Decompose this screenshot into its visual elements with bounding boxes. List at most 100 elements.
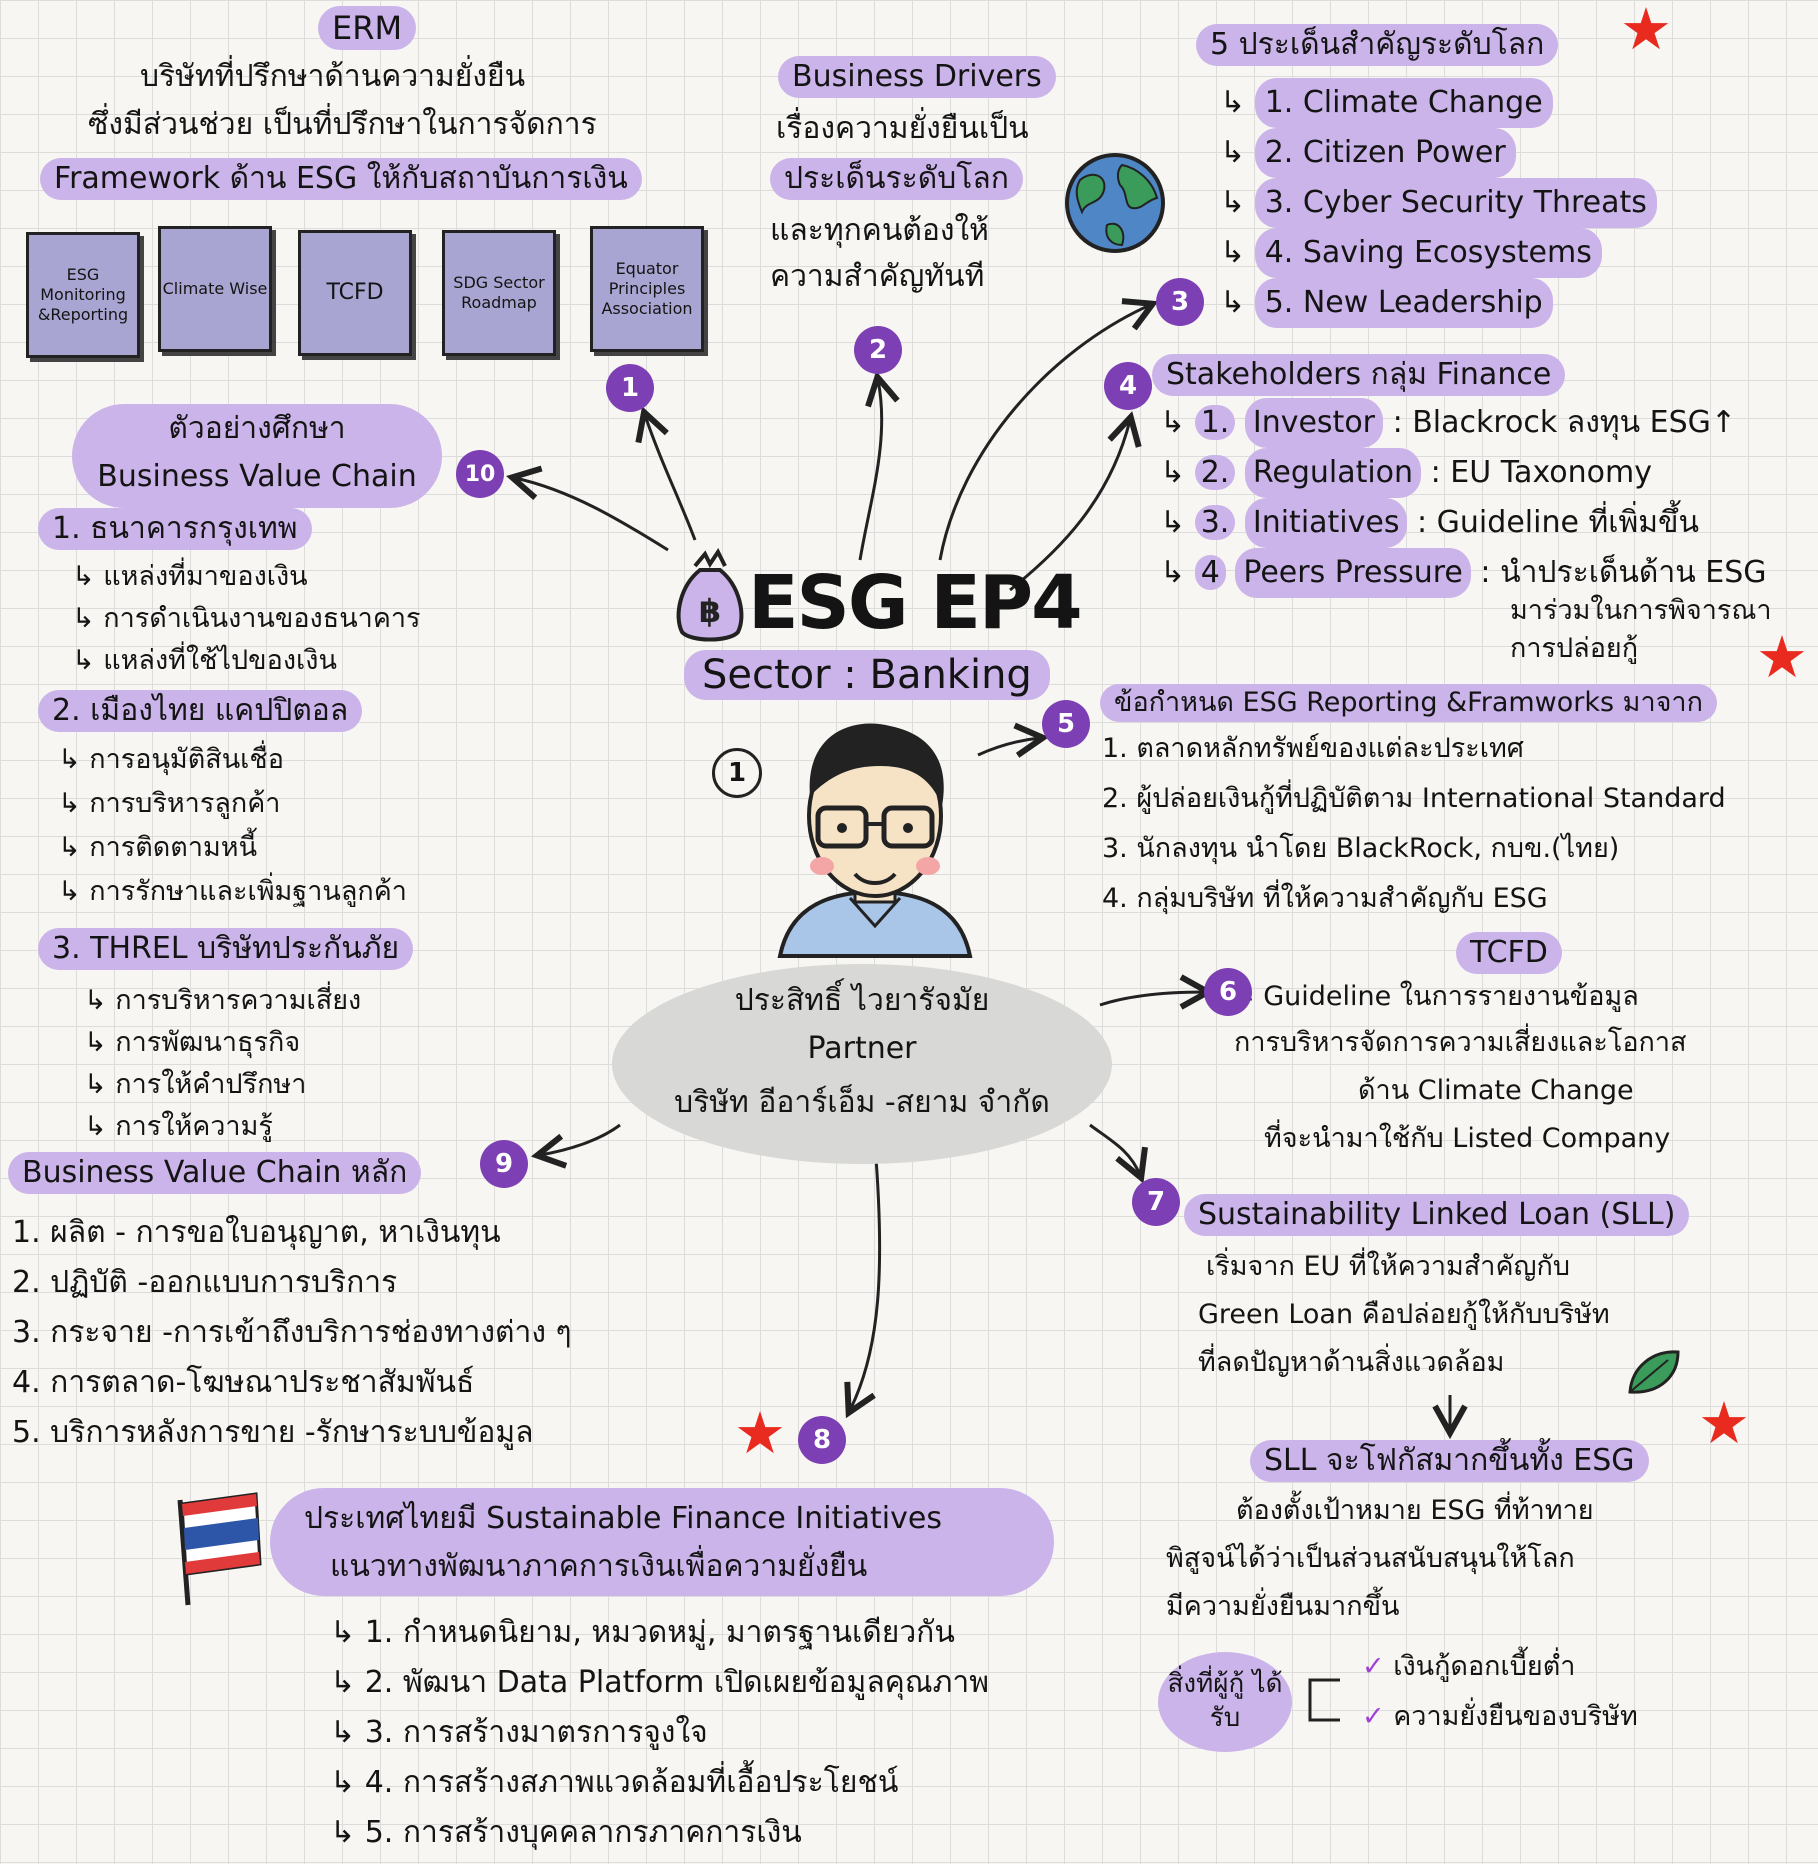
sll-focus-3: มีความยั่งยืนมากขึ้น — [1166, 1591, 1400, 1622]
number-badge-4: 4 — [1104, 362, 1152, 410]
money-bag-icon: ฿ — [676, 548, 744, 642]
list-item: ↳ 1. Investor : Blackrock ลงทุน ESG↑ — [1160, 398, 1767, 448]
list-item: ↳ 2. Citizen Power — [1220, 128, 1657, 178]
star-icon: ★ — [1620, 0, 1672, 63]
list-item: 4. กลุ่มบริษัท ที่ให้ความสำคัญกับ ESG — [1102, 883, 1548, 914]
number-badge-10: 10 — [456, 450, 504, 498]
list-item: 1. ตลาดหลักทรัพย์ของแต่ละประเทศ — [1102, 733, 1524, 764]
number-badge-6: 6 — [1204, 968, 1252, 1016]
list-item: ↳ การให้คำปรึกษา — [84, 1069, 307, 1100]
avatar — [777, 723, 973, 958]
check-icon: ✓ — [1362, 1651, 1385, 1682]
list-item: 2. ปฏิบัติ -ออกแบบการบริการ — [12, 1265, 398, 1300]
thailand-flag-icon — [177, 1492, 262, 1606]
case-1-title: 1. ธนาคารกรุงเทพ — [38, 508, 312, 550]
card-equator-principles: Equator Principles Association — [590, 226, 704, 352]
star-icon: ★ — [1698, 1389, 1750, 1457]
sll-line-1: เริ่มจาก EU ที่ให้ความสำคัญกับ — [1206, 1251, 1570, 1282]
sector-label: Sector : Banking — [684, 650, 1050, 700]
thai-title-bubble — [270, 1488, 1054, 1596]
stake-cont-2: การปล่อยกู้ — [1510, 633, 1639, 664]
thai-list: ↳ 1. กำหนดนิยาม, หมวดหมู่, มาตรฐานเดียวก… — [330, 1608, 989, 1858]
list-item: ↳ แหล่งที่ใช้ไปของเงิน — [72, 645, 337, 676]
number-badge-2: 2 — [854, 326, 902, 374]
number-badge-3: 3 — [1156, 278, 1204, 326]
list-item: ↳ 4. Saving Ecosystems — [1220, 228, 1657, 278]
speaker-company: บริษัท อีอาร์เอ็ม -สยาม จำกัด — [674, 1085, 1050, 1120]
card-sdg-roadmap: SDG Sector Roadmap — [442, 230, 556, 356]
tcfd-line-1: = Guideline ในการรายงานข้อมูล — [1232, 981, 1639, 1012]
borrower-gets-1: ✓ เงินกู้ดอกเบี้ยต่ำ — [1362, 1651, 1576, 1682]
speaker-card — [612, 964, 1112, 1164]
number-badge-9: 9 — [480, 1140, 528, 1188]
leaf-icon — [1628, 1350, 1680, 1394]
sll-line-2: Green Loan คือปล่อยกู้ให้กับบริษัท — [1198, 1299, 1610, 1330]
card-tcfd: TCFD — [298, 230, 412, 356]
case-3-title: 3. THREL บริษัทประกันภัย — [38, 928, 414, 970]
card-climate-wise: Climate Wise — [158, 226, 272, 352]
sll-title: Sustainability Linked Loan (SLL) — [1184, 1194, 1690, 1236]
sll-focus-2: พิสูจน์ได้ว่าเป็นส่วนสนับสนุนให้โลก — [1166, 1543, 1575, 1574]
star-icon: ★ — [1756, 623, 1808, 691]
speaker-role: Partner — [807, 1031, 917, 1066]
erm-framework: Framework ด้าน ESG ให้กับสถาบันการเงิน — [40, 158, 642, 200]
list-item: ↳ 1. Climate Change — [1220, 78, 1657, 128]
list-item: ↳ 3. Cyber Security Threats — [1220, 178, 1657, 228]
number-badge-1: 1 — [606, 364, 654, 412]
list-item: ↳ 2. Regulation : EU Taxonomy — [1160, 448, 1767, 498]
tcfd-line-3: ด้าน Climate Change — [1358, 1075, 1634, 1106]
case-2-title: 2. เมืองไทย แคปปิตอล — [38, 690, 363, 732]
list-item: ↳ 4 Peers Pressure : นำประเด็นด้าน ESG — [1160, 548, 1767, 598]
erm-desc-2: ซึ่งมีส่วนช่วย เป็นที่ปรึกษาในการจัดการ — [88, 107, 597, 142]
list-item: ↳ การพัฒนาธุรกิจ — [84, 1027, 301, 1058]
cases-title-1: ตัวอย่างศึกษา — [168, 411, 346, 446]
number-badge-8: 8 — [798, 1416, 846, 1464]
sll-line-3: ที่ลดปัญหาด้านสิ่งแวดล้อม — [1198, 1347, 1505, 1378]
global5-list: ↳ 1. Climate Change ↳ 2. Citizen Power ↳… — [1220, 78, 1657, 328]
case-1-list: ↳ แหล่งที่มาของเงิน ↳ การดำเนินงานของธนา… — [72, 556, 421, 682]
list-item: ↳ การติดตามหนี้ — [58, 832, 258, 863]
list-item: ↳ 5. New Leadership — [1220, 278, 1657, 328]
tcfd-label: TCFD — [1456, 932, 1562, 974]
tcfd-line-4: ที่จะนำมาใช้กับ Listed Company — [1264, 1123, 1671, 1154]
drivers-line-2: ประเด็นระดับโลก — [770, 158, 1023, 200]
cases-title-2: Business Value Chain — [97, 459, 417, 494]
number-badge-7: 7 — [1132, 1178, 1180, 1226]
global5-title: 5 ประเด็นสำคัญระดับโลก — [1196, 24, 1559, 66]
borrower-gets-2: ✓ ความยั่งยืนของบริษัท — [1362, 1701, 1638, 1732]
list-item: 3. กระจาย -การเข้าถึงบริการช่องทางต่าง ๆ — [12, 1315, 572, 1350]
reporting-list: 1. ตลาดหลักทรัพย์ของแต่ละประเทศ 2. ผู้ปล… — [1102, 724, 1726, 924]
card-esg-monitoring: ESG Monitoring &Reporting — [26, 232, 140, 358]
drivers-line-1: เรื่องความยั่งยืนเป็น — [776, 111, 1029, 146]
thai-title-2: แนวทางพัฒนาภาคการเงินเพื่อความยั่งยืน — [330, 1549, 868, 1584]
svg-text:฿: ฿ — [699, 592, 721, 630]
erm-title: ERM — [318, 6, 417, 50]
list-item: ↳ 3. Initiatives : Guideline ที่เพิ่มขึ้… — [1160, 498, 1767, 548]
list-item: 4. การตลาด-โฆษณาประชาสัมพันธ์ — [12, 1365, 475, 1400]
drivers-line-4: ความสำคัญทันที — [770, 259, 985, 294]
star-icon: ★ — [734, 1399, 786, 1467]
list-item: ↳ 5. การสร้างบุคคลากรภาคการเงิน — [330, 1815, 802, 1850]
drivers-line-3: และทุกคนต้องให้ — [770, 213, 989, 248]
list-item: 2. ผู้ปล่อยเงินกู้ที่ปฏิบัติตาม Internat… — [1102, 783, 1726, 814]
drivers-title: Business Drivers — [778, 56, 1056, 98]
list-item: ↳ แหล่งที่มาของเงิน — [72, 561, 308, 592]
list-item: ↳ การดำเนินงานของธนาคาร — [72, 603, 421, 634]
list-item: 3. นักลงทุน นำโดย BlackRock, กบข.(ไทย) — [1102, 833, 1620, 864]
stake-title: Stakeholders กลุ่ม Finance — [1152, 354, 1566, 396]
number-badge-5: 5 — [1042, 700, 1090, 748]
case-3-list: ↳ การบริหารความเสี่ยง ↳ การพัฒนาธุรกิจ ↳… — [84, 980, 361, 1148]
list-item: ↳ การให้ความรู้ — [84, 1111, 273, 1142]
stake-cont-1: มาร่วมในการพิจารณา — [1510, 595, 1772, 626]
list-item: ↳ การรักษาและเพิ่มฐานลูกค้า — [58, 876, 407, 907]
stake-list: ↳ 1. Investor : Blackrock ลงทุน ESG↑ ↳ 2… — [1160, 398, 1767, 598]
list-item: 1. ผลิต - การขอใบอนุญาต, หาเงินทุน — [12, 1215, 501, 1250]
list-item: ↳ 3. การสร้างมาตรการจูงใจ — [330, 1715, 708, 1750]
list-item: ↳ 2. พัฒนา Data Platform เปิดเผยข้อมูลคุ… — [330, 1665, 990, 1700]
main-title: ESG EP4 — [748, 560, 1083, 646]
borrower-gets-label: สิ่งที่ผู้กู้ ได้รับ — [1158, 1652, 1292, 1752]
sll-focus: SLL จะโฟกัสมากขึ้นทั้ง ESG — [1250, 1440, 1649, 1482]
cases-title-bubble — [72, 404, 442, 508]
list-item: 5. บริการหลังการขาย -รักษาระบบข้อมูล — [12, 1415, 534, 1450]
